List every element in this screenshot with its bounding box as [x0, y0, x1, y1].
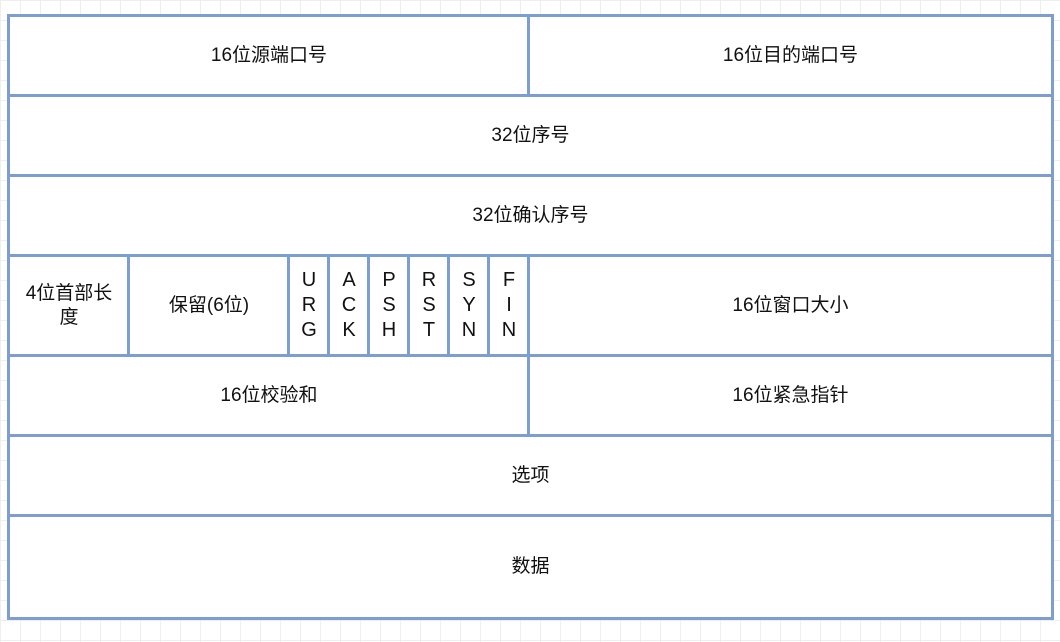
urgent-pointer-label: 16位紧急指针: [732, 384, 849, 406]
header-length-field: 4位首部长度: [7, 254, 131, 357]
options-label: 选项: [511, 464, 550, 486]
src-port-label: 16位源端口号: [210, 44, 328, 66]
dst-port-label: 16位目的端口号: [722, 44, 859, 66]
urgent-pointer-field: 16位紧急指针: [527, 354, 1054, 437]
flag-urg: U R G: [287, 254, 331, 357]
data-field: 数据: [7, 514, 1054, 620]
flag-label: A C K: [341, 269, 357, 341]
flag-syn: S Y N: [447, 254, 491, 357]
checksum-label: 16位校验和: [220, 384, 318, 406]
flag-label: S Y N: [461, 269, 477, 341]
src-port-field: 16位源端口号: [7, 14, 531, 97]
seq-field: 32位序号: [7, 94, 1054, 177]
seq-label: 32位序号: [491, 124, 570, 146]
ack-seq-label: 32位确认序号: [472, 204, 589, 226]
flag-label: U R G: [301, 269, 317, 341]
options-field: 选项: [7, 434, 1054, 517]
window-label: 16位窗口大小: [732, 294, 849, 316]
flag-label: F I N: [501, 269, 517, 341]
flag-label: P S H: [381, 269, 397, 341]
flag-rst: R S T: [407, 254, 451, 357]
data-label: 数据: [511, 556, 550, 577]
window-field: 16位窗口大小: [527, 254, 1054, 357]
checksum-field: 16位校验和: [7, 354, 531, 437]
ack-seq-field: 32位确认序号: [7, 174, 1054, 257]
flag-label: R S T: [421, 269, 437, 341]
flag-psh: P S H: [367, 254, 411, 357]
flag-ack: A C K: [327, 254, 371, 357]
dst-port-field: 16位目的端口号: [527, 14, 1054, 97]
header-length-label: 4位首部长度: [25, 282, 113, 328]
reserved-field: 保留(6位): [127, 254, 291, 357]
reserved-label: 保留(6位): [168, 294, 250, 316]
flag-fin: F I N: [487, 254, 531, 357]
